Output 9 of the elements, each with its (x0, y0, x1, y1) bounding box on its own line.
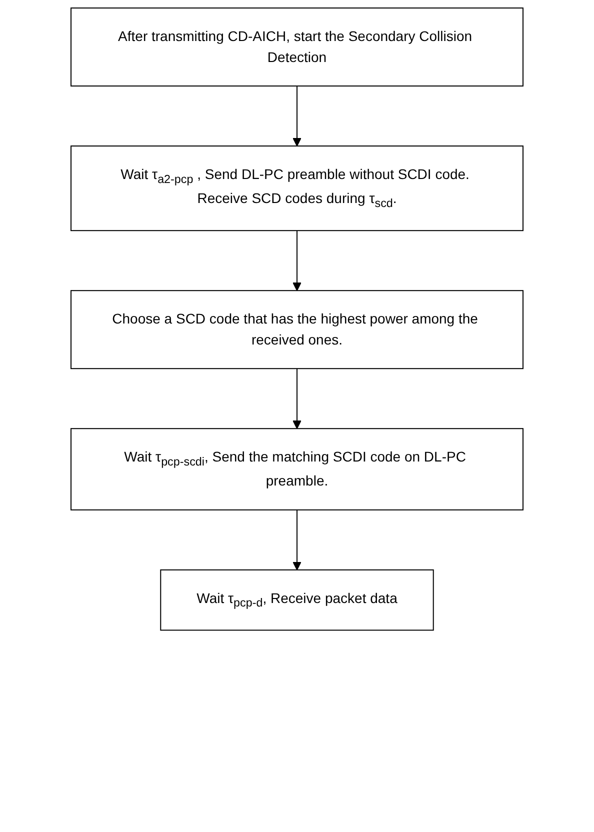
arrow (292, 230, 302, 291)
node-box: Choose a SCD code that has the highest power among the received ones. (70, 290, 524, 370)
node-box: Wait τ$_{pcp-scdi}$, Send the matching SCDI code on DL-PC preamble. (70, 428, 524, 510)
node-box: Wait τ$_{pcp-d}$, Receive packet data (160, 569, 434, 631)
node-box: After transmitting CD-AICH, start the Secondary Collision Detection (70, 8, 524, 86)
arrow (292, 86, 302, 146)
arrow (292, 368, 302, 429)
arrow (292, 509, 302, 570)
node-box: Wait τ$_{a2-pcp}$ , Send DL-PC preamble without SCDI code. Receive SCD codes during τ$_{scd}$. (70, 146, 524, 232)
